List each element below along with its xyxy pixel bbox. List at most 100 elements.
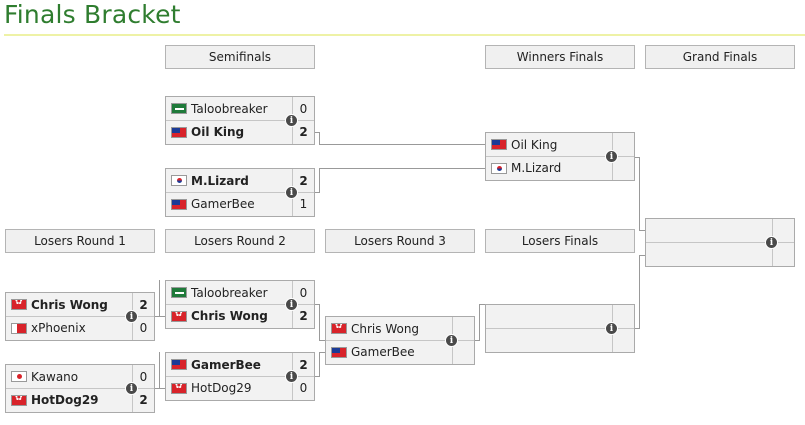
match-slot[interactable]: Chris Wong 2 <box>6 293 154 317</box>
match-slot[interactable] <box>646 243 794 266</box>
info-icon[interactable]: i <box>285 114 298 127</box>
match-slot[interactable]: Oil King 2 <box>166 121 314 144</box>
player-name: Oil King <box>191 125 245 139</box>
page-title: Finals Bracket <box>4 0 181 29</box>
connector-line <box>319 168 485 169</box>
info-icon[interactable]: i <box>605 150 618 163</box>
round-header-losers-finals: Losers Finals <box>485 229 635 253</box>
player-name: Taloobreaker <box>191 286 268 300</box>
connector-line <box>159 280 160 317</box>
connector-line <box>159 352 160 389</box>
hong-kong-flag-icon <box>331 323 347 334</box>
match-slot[interactable]: GamerBee <box>326 341 474 364</box>
player-score: 2 <box>292 121 314 144</box>
match-slot[interactable]: HotDog29 0 <box>166 377 314 400</box>
player-name: GamerBee <box>191 358 261 372</box>
player-name: M.Lizard <box>511 161 562 175</box>
info-icon[interactable]: i <box>765 236 778 249</box>
connector-line <box>159 316 165 317</box>
round-header-semifinals: Semifinals <box>165 45 315 69</box>
player-score: 2 <box>292 169 314 192</box>
player-name: GamerBee <box>191 197 255 211</box>
match-slot[interactable]: Oil King <box>486 133 634 157</box>
connector-line <box>639 255 645 256</box>
info-icon[interactable]: i <box>125 310 138 323</box>
round-header-losers-round-1: Losers Round 1 <box>5 229 155 253</box>
info-icon[interactable]: i <box>445 334 458 347</box>
match-slot[interactable]: M.Lizard <box>486 157 634 180</box>
info-icon[interactable]: i <box>285 186 298 199</box>
connector-line <box>639 255 640 329</box>
player-name: Chris Wong <box>31 298 108 312</box>
player-name: xPhoenix <box>31 321 86 335</box>
south-korea-flag-icon <box>491 163 507 174</box>
player-score <box>452 341 474 364</box>
match-slot[interactable]: Chris Wong 2 <box>166 305 314 328</box>
match-slot[interactable]: Chris Wong <box>326 317 474 341</box>
match-slot[interactable]: GamerBee 1 <box>166 193 314 216</box>
connector-line <box>479 304 480 341</box>
match-slot[interactable] <box>646 219 794 243</box>
connector-line <box>639 157 640 231</box>
player-score: 2 <box>132 389 154 412</box>
match-slot[interactable]: HotDog29 2 <box>6 389 154 412</box>
player-score: 2 <box>292 305 314 328</box>
match-slot[interactable] <box>486 329 634 352</box>
taiwan-flag-icon <box>331 347 347 358</box>
saudi-arabia-flag-icon <box>171 103 187 114</box>
match-slot[interactable]: Taloobreaker 0 <box>166 97 314 121</box>
player-name: Chris Wong <box>191 309 268 323</box>
match-winners-finals[interactable]: Oil King M.Lizard <box>485 132 635 181</box>
hong-kong-flag-icon <box>11 395 27 406</box>
match-slot[interactable]: M.Lizard 2 <box>166 169 314 193</box>
player-score <box>772 219 794 242</box>
player-name: Taloobreaker <box>191 102 268 116</box>
player-score: 0 <box>292 377 314 400</box>
player-name: Kawano <box>31 370 79 384</box>
player-score <box>612 329 634 352</box>
hong-kong-flag-icon <box>11 299 27 310</box>
info-icon[interactable]: i <box>285 370 298 383</box>
match-slot[interactable] <box>486 305 634 329</box>
player-score: 0 <box>292 97 314 120</box>
info-icon[interactable]: i <box>125 382 138 395</box>
taiwan-flag-icon <box>171 199 187 210</box>
player-name: HotDog29 <box>191 381 252 395</box>
connector-line <box>319 352 325 353</box>
round-header-grand-finals: Grand Finals <box>645 45 795 69</box>
south-korea-flag-icon <box>171 175 187 186</box>
taiwan-flag-icon <box>491 139 507 150</box>
connector-line <box>319 168 320 193</box>
player-name: Oil King <box>511 138 558 152</box>
round-header-losers-round-3: Losers Round 3 <box>325 229 475 253</box>
connector-line <box>319 352 320 377</box>
match-slot[interactable]: Taloobreaker 0 <box>166 281 314 305</box>
connector-line <box>479 304 485 305</box>
player-name: HotDog29 <box>31 393 99 407</box>
connector-line <box>159 388 165 389</box>
player-score: 0 <box>292 281 314 304</box>
player-score: 2 <box>132 293 154 316</box>
title-divider <box>4 34 805 36</box>
player-score <box>612 157 634 180</box>
round-header-losers-round-2: Losers Round 2 <box>165 229 315 253</box>
hong-kong-flag-icon <box>171 311 187 322</box>
player-score: 0 <box>132 365 154 388</box>
saudi-arabia-flag-icon <box>171 287 187 298</box>
player-score <box>772 243 794 266</box>
info-icon[interactable]: i <box>605 322 618 335</box>
player-name: GamerBee <box>351 345 415 359</box>
match-slot[interactable]: GamerBee 2 <box>166 353 314 377</box>
match-slot[interactable]: xPhoenix 0 <box>6 317 154 340</box>
match-losers-round-2-b[interactable]: GamerBee 2 HotDog29 0 <box>165 352 315 401</box>
taiwan-flag-icon <box>171 359 187 370</box>
connector-line <box>319 132 320 145</box>
match-slot[interactable]: Kawano 0 <box>6 365 154 389</box>
round-header-winners-finals: Winners Finals <box>485 45 635 69</box>
connector-line <box>319 304 320 341</box>
player-name: Chris Wong <box>351 322 420 336</box>
player-score: 1 <box>292 193 314 216</box>
info-icon[interactable]: i <box>285 298 298 311</box>
match-losers-round-1-a[interactable]: Chris Wong 2 xPhoenix 0 <box>5 292 155 341</box>
connector-line <box>319 340 325 341</box>
